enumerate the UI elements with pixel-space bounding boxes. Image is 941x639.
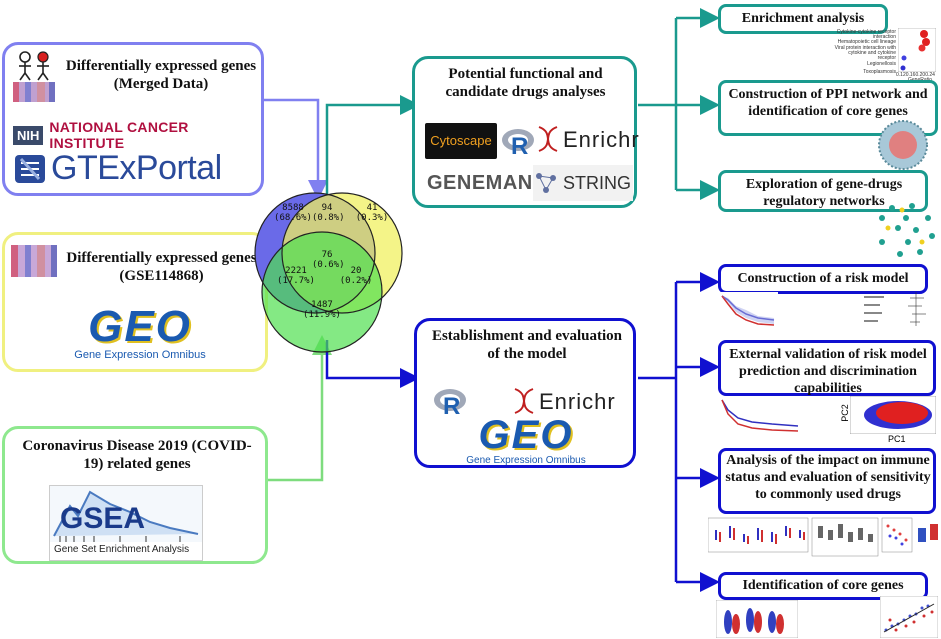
- input-title-merged: Differentially expressed genes (Merged D…: [65, 58, 257, 92]
- gtex-logo: GTExPortal: [13, 149, 222, 188]
- output-title-gene-drugs: Exploration of gene-drugs regulatory net…: [745, 177, 903, 209]
- survival-curve-thumb: [718, 292, 778, 332]
- enrichr-logo-model: Enrichr: [539, 389, 616, 414]
- gene-drug-network-thumb: [879, 203, 935, 257]
- output-risk-model: Construction of a risk model: [718, 264, 928, 294]
- output-ppi: Construction of PPI network and identifi…: [718, 80, 938, 136]
- venn-circle-covid: [262, 232, 382, 352]
- gsea-logo-sub: Gene Set Enrichment Analysis: [54, 544, 190, 555]
- heatmap-icon: [11, 245, 57, 277]
- immune-plots-thumb: [708, 517, 938, 557]
- gtex-label: GTExPortal: [51, 149, 222, 187]
- geo-logo-sub: Gene Expression Omnibus: [74, 349, 206, 361]
- arrow-merged-to-venn: [263, 98, 328, 200]
- venn-pct: (68.6%): [274, 213, 312, 223]
- geo-logo-sub: Gene Expression Omnibus: [466, 455, 586, 466]
- forest-plot-thumb: [864, 292, 926, 326]
- venn-count: 8588: [282, 203, 304, 213]
- venn-count: 94: [321, 203, 333, 213]
- enrichment-thumb-label: Viral protein interaction with cytokine …: [834, 45, 896, 61]
- enrichment-thumb-label: Hematopoietic cell lineage: [837, 39, 896, 45]
- geo-logo-main: GEO: [88, 302, 192, 351]
- output-title-external: External validation of risk model predic…: [729, 347, 927, 396]
- input-box-gse: Differentially expressed genes (GSE11486…: [2, 232, 268, 372]
- r-icon: [502, 129, 534, 151]
- venn-pct: (0.8%): [312, 213, 345, 223]
- venn-pct: (11.9%): [303, 310, 341, 320]
- gsea-curve-icon: [50, 486, 202, 542]
- arrow-covid-to-venn: [268, 335, 332, 482]
- gsea-logo: GSEA Gene Set Enrichment Analysis: [49, 485, 203, 561]
- functional-box: Potential functional and candidate drugs…: [412, 56, 640, 208]
- output-title-immune: Analysis of the impact on immune status …: [725, 453, 931, 502]
- pca-thumb: PC1 PC2: [838, 396, 938, 444]
- output-gene-drugs: Exploration of gene-drugs regulatory net…: [718, 170, 928, 212]
- enrichr-dna-icon: [514, 388, 534, 414]
- input-title-gse: Differentially expressed genes (GSE11486…: [66, 250, 257, 284]
- input-title-covid: Coronavirus Disease 2019 (COVID-19) rela…: [22, 438, 252, 472]
- enrichr-logo: Enrichr: [563, 127, 640, 152]
- output-title-risk-model: Construction of a risk model: [737, 271, 909, 286]
- people-heatmap-icon: [13, 51, 55, 102]
- correlation-scatter-thumb: [880, 596, 938, 638]
- enrichment-thumb-label: Toxoplasmosis: [863, 69, 896, 75]
- r-logo-model: R: [433, 385, 467, 420]
- venn-count: 20: [350, 266, 362, 276]
- pca-axis-x: PC1: [888, 434, 906, 444]
- output-enrichment: Enrichment analysis: [718, 4, 888, 34]
- venn-pct: (0.6%): [312, 260, 345, 270]
- r-logo: R: [501, 125, 535, 160]
- validation-survival-thumb: [718, 396, 802, 440]
- functional-title: Potential functional and candidate drugs…: [445, 66, 606, 100]
- nci-label: NATIONAL CANCER INSTITUTE: [49, 119, 189, 151]
- arrow-venn-to-functional: [325, 95, 420, 195]
- venn-count: 41: [366, 203, 378, 213]
- gsea-logo-main: GSEA: [60, 502, 146, 535]
- enrichment-thumb: Cytokine-cytokine receptor interaction H…: [830, 24, 938, 83]
- ppi-network-thumb: [878, 120, 928, 170]
- genemania-logo: GENEMANIA: [427, 172, 554, 194]
- output-title-ppi: Construction of PPI network and identifi…: [728, 87, 928, 119]
- gtex-icon: [15, 154, 45, 183]
- model-box: Establishment and evaluation of the mode…: [414, 318, 636, 468]
- output-external: External validation of risk model predic…: [718, 340, 936, 396]
- venn-count: 1487: [311, 300, 333, 310]
- enrichment-thumb-label: Cytokine-cytokine receptor interaction: [836, 29, 896, 40]
- nih-logo: NIH NATIONAL CANCER INSTITUTE: [13, 119, 261, 151]
- output-title-enrichment: Enrichment analysis: [741, 11, 865, 26]
- geo-logo-main: GEO: [478, 413, 574, 457]
- output-immune: Analysis of the impact on immune status …: [718, 448, 936, 514]
- venn-pct: (0.3%): [355, 213, 389, 223]
- string-logo: STRING: [533, 165, 633, 201]
- string-network-icon: [536, 173, 556, 193]
- output-title-core-genes: Identification of core genes: [742, 578, 904, 593]
- output-core-genes: Identification of core genes: [718, 572, 928, 600]
- geo-logo-left: GEO Gene Expression Omnibus: [35, 302, 245, 362]
- input-box-covid: Coronavirus Disease 2019 (COVID-19) rela…: [2, 426, 268, 564]
- r-icon: [434, 389, 466, 411]
- pca-axis-y: PC2: [839, 404, 850, 422]
- enrichment-thumb-axis: 0.120.160.200.24: [896, 72, 935, 78]
- geo-logo-model: GEO Gene Expression Omnibus: [451, 415, 601, 466]
- venn-count: 76: [321, 250, 333, 260]
- venn-pct: (17.7%): [277, 276, 315, 286]
- venn-count: 2221: [285, 266, 307, 276]
- arrow-venn-to-model: [325, 340, 420, 388]
- enrichr-dna-icon: [538, 126, 558, 152]
- input-box-merged: Differentially expressed genes (Merged D…: [2, 42, 264, 196]
- model-title: Establishment and evaluation of the mode…: [431, 328, 623, 362]
- nih-badge: NIH: [13, 125, 44, 145]
- venn-pct: (0.2%): [339, 276, 373, 286]
- pca-scatter-icon: [850, 396, 936, 434]
- violin-plot-thumb: [716, 600, 798, 638]
- enrichment-thumb-label: Legionellosis: [867, 61, 896, 67]
- cytoscape-logo: Cytoscape: [425, 123, 497, 159]
